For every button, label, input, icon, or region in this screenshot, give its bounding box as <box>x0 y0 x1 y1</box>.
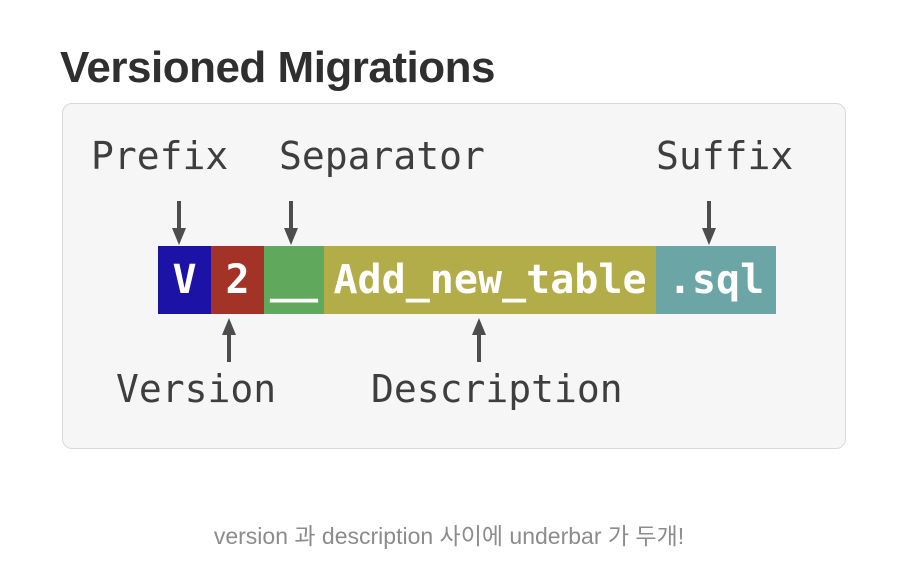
version-label: Version <box>116 367 277 411</box>
prefix-label: Prefix <box>91 134 229 178</box>
suffix-label: Suffix <box>656 134 794 178</box>
filename-bar: V 2 __ Add_new_table .sql <box>158 246 776 314</box>
page-title: Versioned Migrations <box>60 43 495 93</box>
filename-segment-version: 2 <box>211 246 264 314</box>
description-arrow-up-icon <box>472 318 486 362</box>
filename-segment-suffix: .sql <box>656 246 776 314</box>
description-label: Description <box>371 367 623 411</box>
filename-segment-description: Add_new_table <box>324 246 656 314</box>
separator-arrow-down-icon <box>284 201 298 245</box>
migration-naming-diagram-card: Prefix Separator Suffix V 2 __ Add_new_t… <box>62 103 846 449</box>
filename-segment-prefix: V <box>158 246 211 314</box>
prefix-arrow-down-icon <box>172 201 186 245</box>
filename-segment-separator: __ <box>264 246 324 314</box>
caption-note: version 과 description 사이에 underbar 가 두개! <box>213 523 685 549</box>
version-arrow-up-icon <box>222 318 236 362</box>
suffix-arrow-down-icon <box>702 201 716 245</box>
separator-label: Separator <box>279 134 485 178</box>
